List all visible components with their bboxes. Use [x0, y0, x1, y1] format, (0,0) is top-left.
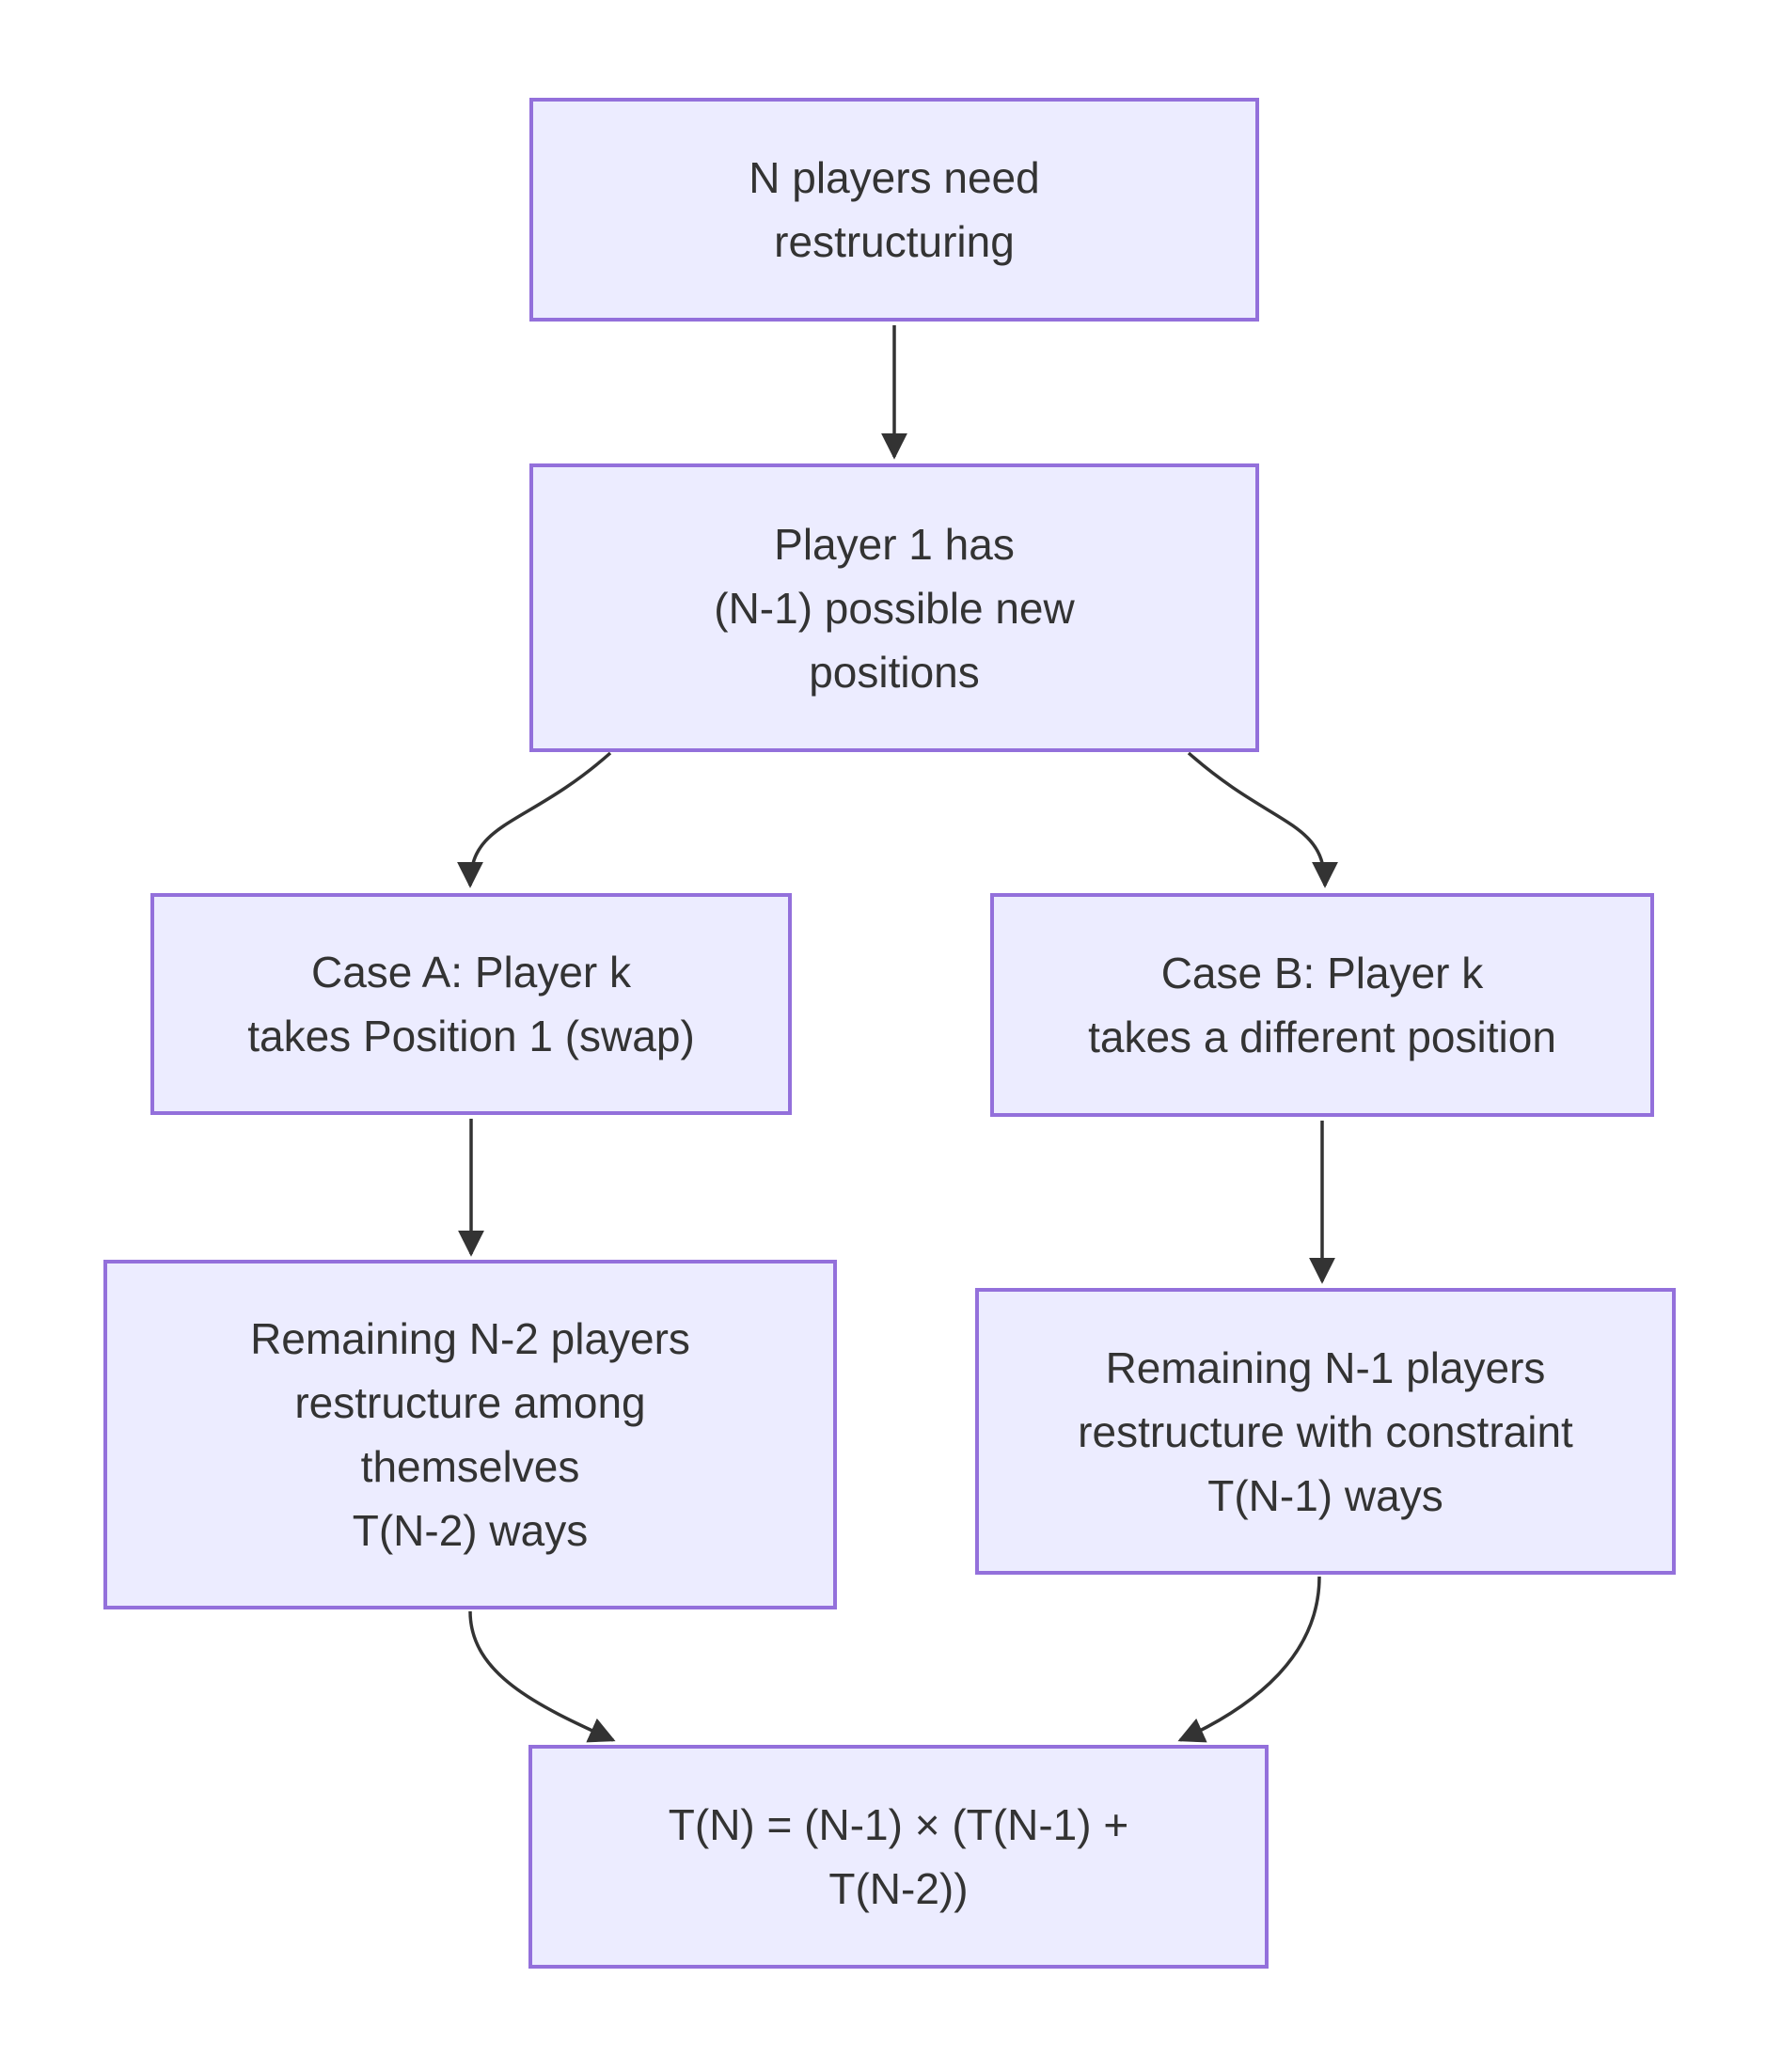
node-recurrence-formula-label: T(N) = (N-1) × (T(N-1) + T(N-2)): [668, 1800, 1129, 1913]
node-remaining-n2: Remaining N-2 players restructure among …: [103, 1260, 837, 1609]
node-remaining-n2-label: Remaining N-2 players restructure among …: [250, 1314, 690, 1555]
node-n-players-label: N players need restructuring: [749, 153, 1040, 266]
node-player-1-positions-label: Player 1 has (N-1) possible new position…: [714, 519, 1075, 697]
edge-player1-to-case-b: [1187, 751, 1338, 888]
edge-player1-to-case-a: [457, 751, 612, 888]
node-remaining-n1: Remaining N-1 players restructure with c…: [975, 1288, 1676, 1575]
node-recurrence-formula: T(N) = (N-1) × (T(N-1) + T(N-2)): [528, 1745, 1269, 1969]
edge-remaining-n1-to-formula: [1177, 1576, 1321, 1743]
node-case-b: Case B: Player k takes a different posit…: [990, 893, 1654, 1117]
node-case-a-label: Case A: Player k takes Position 1 (swap): [247, 948, 695, 1060]
edge-remaining-n2-to-formula: [468, 1610, 616, 1743]
node-case-a: Case A: Player k takes Position 1 (swap): [150, 893, 792, 1115]
node-player-1-positions: Player 1 has (N-1) possible new position…: [529, 463, 1259, 752]
node-remaining-n1-label: Remaining N-1 players restructure with c…: [1078, 1342, 1573, 1520]
node-case-b-label: Case B: Player k takes a different posit…: [1088, 949, 1556, 1061]
node-n-players: N players need restructuring: [529, 98, 1259, 322]
